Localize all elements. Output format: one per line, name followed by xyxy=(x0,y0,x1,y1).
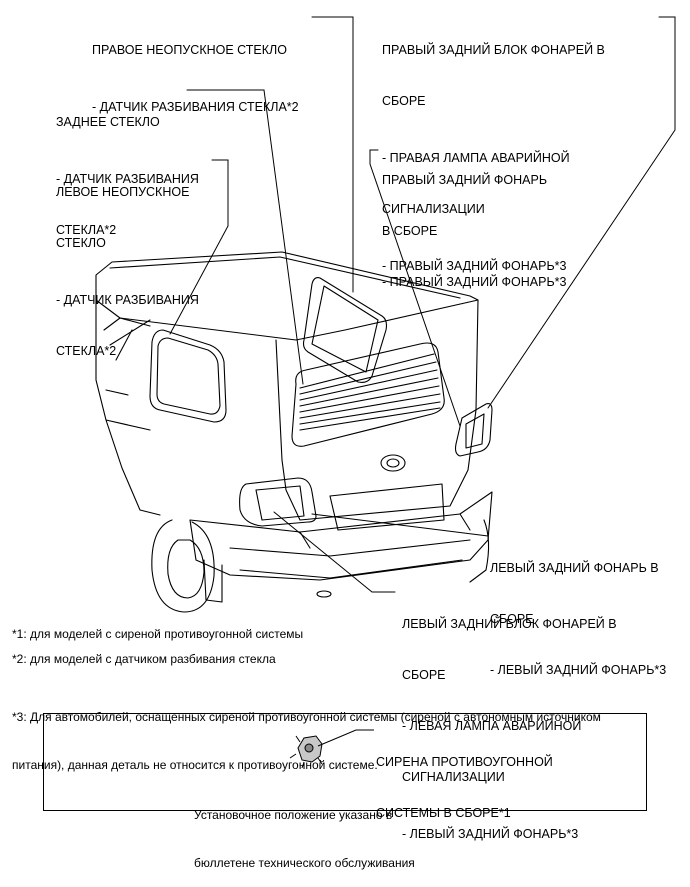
left-rear-lamp-shape xyxy=(239,477,317,527)
leader-left-rear-combo xyxy=(273,511,396,593)
label-title: СБОРЕ xyxy=(490,612,534,626)
leader-right-quarter-glass xyxy=(311,16,354,293)
inset-note-line2: бюллетене технического обслуживания xyxy=(194,856,415,870)
label-back-glass: ЗАДНЕЕ СТЕКЛО - ДАТЧИК РАЗБИВАНИЯ СТЕКЛА… xyxy=(56,80,199,256)
label-item: - ЛЕВАЯ ЛАМПА АВАРИЙНОЙ xyxy=(402,719,582,733)
label-left-rear-lamp: ЛЕВЫЙ ЗАДНИЙ ФОНАРЬ В СБОРЕ - ЛЕВЫЙ ЗАДН… xyxy=(490,526,666,696)
label-item: - ДАТЧИК РАЗБИВАНИЯ xyxy=(56,172,199,186)
leader-left-rear-lamp xyxy=(311,513,489,537)
right-quarter-glass-shape xyxy=(302,277,388,383)
label-title: ПРАВОЕ НЕОПУСКНОЕ СТЕКЛО xyxy=(92,43,287,57)
label-title: СИРЕНА ПРОТИВОУГОННОЙ xyxy=(376,755,553,769)
label-title: СТЕКЛО xyxy=(56,236,106,250)
vehicle-diagram xyxy=(95,16,676,613)
license-plate xyxy=(329,483,445,531)
label-title: СБОРЕ xyxy=(402,668,446,682)
leader-back-glass xyxy=(186,89,304,385)
label-title: ПРАВЫЙ ЗАДНИЙ БЛОК ФОНАРЕЙ В xyxy=(382,43,605,57)
left-rear-wheel xyxy=(151,519,215,613)
label-right-rear-lamp: ПРАВЫЙ ЗАДНИЙ ФОНАРЬ В СБОРЕ - ПРАВЫЙ ЗА… xyxy=(382,138,567,308)
leader-siren xyxy=(317,729,374,747)
label-item: СТЕКЛА*2 xyxy=(56,344,117,358)
label-item: - ПРАВАЯ ЛАМПА АВАРИЙНОЙ xyxy=(382,151,570,165)
label-item: - ЛЕВЫЙ ЗАДНИЙ ФОНАРЬ*3 xyxy=(490,663,667,677)
vehicle-roof xyxy=(95,251,479,341)
label-title: ЛЕВЫЙ ЗАДНИЙ ФОНАРЬ В xyxy=(490,561,659,575)
label-right-quarter-glass: ПРАВОЕ НЕОПУСКНОЕ СТЕКЛО - ДАТЧИК РАЗБИВ… xyxy=(92,8,299,133)
label-title: В СБОРЕ xyxy=(382,224,438,238)
label-left-quarter-glass: ЛЕВОЕ НЕОПУСКНОЕ СТЕКЛО - ДАТЧИК РАЗБИВА… xyxy=(56,150,199,377)
label-item: - ПРАВЫЙ ЗАДНИЙ ФОНАРЬ*3 xyxy=(382,275,567,289)
siren-icon xyxy=(289,735,323,769)
inset-note-line1: Установочное положение указано в xyxy=(194,808,393,822)
label-siren: СИРЕНА ПРОТИВОУГОННОЙ СИСТЕМЫ В СБОРЕ*1 xyxy=(376,720,553,839)
label-right-rear-combo: ПРАВЫЙ ЗАДНИЙ БЛОК ФОНАРЕЙ В СБОРЕ - ПРА… xyxy=(382,8,605,292)
label-item: СТЕКЛА*2 xyxy=(56,223,117,237)
label-title: СИСТЕМЫ В СБОРЕ*1 xyxy=(376,806,511,820)
vehicle-body-side xyxy=(95,299,161,516)
siren-inset-art xyxy=(289,729,374,769)
label-item: - ПРАВЫЙ ЗАДНИЙ ФОНАРЬ*3 xyxy=(382,259,567,273)
leader-left-quarter-glass xyxy=(169,159,229,335)
label-title: ПРАВЫЙ ЗАДНИЙ ФОНАРЬ xyxy=(382,173,548,187)
emblem xyxy=(380,454,406,472)
label-item: СИГНАЛИЗАЦИИ xyxy=(402,770,505,784)
back-door xyxy=(275,299,479,521)
label-item: СИГНАЛИЗАЦИИ xyxy=(382,202,485,216)
footnote-1: *1: для моделей с сиреной противоугонной… xyxy=(12,627,304,641)
leader-right-rear-combo xyxy=(487,16,676,409)
footnote-3-line2: питания), данная деталь не относится к п… xyxy=(12,758,378,772)
inset-position-note: Установочное положение указано в бюллете… xyxy=(194,775,415,887)
leader-right-rear-lamp xyxy=(369,149,461,427)
label-title: ЗАДНЕЕ СТЕКЛО xyxy=(56,115,160,129)
label-title: СБОРЕ xyxy=(382,94,426,108)
label-item: - ДАТЧИК РАЗБИВАНИЯ xyxy=(56,293,199,307)
label-title: ЛЕВЫЙ ЗАДНИЙ БЛОК ФОНАРЕЙ В xyxy=(402,617,617,631)
label-item: - ДАТЧИК РАЗБИВАНИЯ СТЕКЛА*2 xyxy=(92,100,299,114)
footnote-2: *2: для моделей с датчиком разбивания ст… xyxy=(12,652,276,666)
label-left-rear-combo: ЛЕВЫЙ ЗАДНИЙ БЛОК ФОНАРЕЙ В СБОРЕ - ЛЕВА… xyxy=(402,582,617,860)
left-quarter-glass-shape xyxy=(149,329,227,423)
siren-inset-box xyxy=(43,713,647,811)
label-title: ЛЕВОЕ НЕОПУСКНОЕ xyxy=(56,185,190,199)
label-item: - ЛЕВЫЙ ЗАДНИЙ ФОНАРЬ*3 xyxy=(402,827,579,841)
